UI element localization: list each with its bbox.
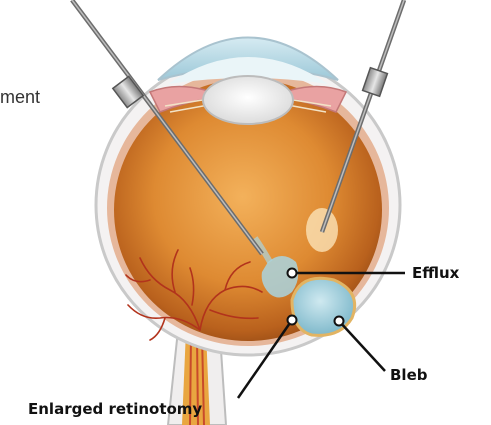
bleb-leader (339, 321, 385, 371)
efflux-label: Efflux (412, 264, 460, 282)
bleb-label: Bleb (390, 366, 428, 384)
cut-off-text: ment (0, 87, 40, 107)
retinotomy-label: Enlarged retinotomy (28, 400, 202, 418)
bleb-marker (335, 317, 344, 326)
efflux-marker (288, 269, 297, 278)
lens (203, 76, 293, 124)
retinotomy-marker (288, 316, 297, 325)
